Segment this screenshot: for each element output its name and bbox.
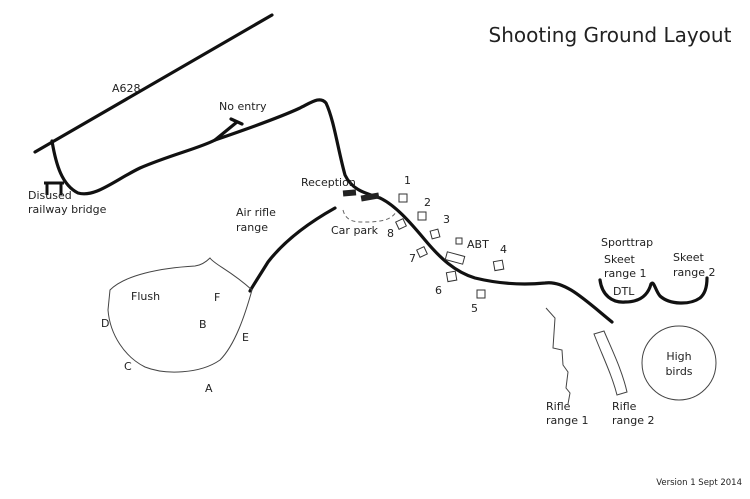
rifle-range-1-label-2: range 1 — [546, 414, 588, 427]
flush-label: Flush — [131, 290, 160, 303]
stand-1-label: 1 — [404, 174, 411, 187]
no-entry-track — [213, 117, 244, 142]
high-birds-label-1: High — [666, 350, 691, 363]
rifle-range-1-line — [545, 307, 571, 405]
rifle-range-2-label-2: range 2 — [612, 414, 654, 427]
flush-point-a: A — [205, 382, 213, 395]
rifle-range-2-label-1: Rifle — [612, 400, 637, 413]
air-rifle-label-2: range — [236, 221, 268, 234]
high-birds-label-2: birds — [665, 365, 692, 378]
stand-8-label: 8 — [387, 227, 394, 240]
map-title: Shooting Ground Layout — [489, 23, 732, 47]
flush-point-d: D — [101, 317, 109, 330]
stand-4-label: 4 — [500, 243, 507, 256]
stand-2-marker — [417, 211, 427, 221]
no-entry-label: No entry — [219, 100, 267, 113]
skeet1-label-2: range 1 — [604, 267, 646, 280]
a628-road — [33, 13, 274, 154]
flush-area — [107, 257, 253, 373]
abt-marker — [455, 237, 463, 245]
abt-label: ABT — [467, 238, 489, 251]
stand-8-marker — [395, 218, 407, 230]
stand-2-label: 2 — [424, 196, 431, 209]
stand-6-marker — [445, 270, 458, 283]
skeet2-label-2: range 2 — [673, 266, 715, 279]
rifle-range-2-area — [593, 330, 628, 396]
sporttrap-label: Sporttrap — [601, 236, 653, 249]
bridge-label-1: Disused — [28, 189, 72, 202]
flush-point-b: B — [199, 318, 207, 331]
flush-point-f: F — [214, 291, 220, 304]
a628-label: A628 — [112, 82, 141, 95]
stand-7-label: 7 — [409, 252, 416, 265]
skeet1-label-1: Skeet — [604, 253, 635, 266]
shelter-marker — [444, 251, 466, 265]
dtl-label: DTL — [613, 285, 635, 298]
stand-3-marker — [429, 228, 441, 240]
stand-5-marker — [476, 289, 486, 299]
access-road — [50, 98, 614, 324]
air-rifle-range-line — [248, 206, 337, 293]
skeet-ranges-outline — [598, 276, 709, 305]
stand-6-label: 6 — [435, 284, 442, 297]
railway-bridge-icon — [44, 181, 64, 195]
stand-4-marker — [492, 259, 505, 272]
stand-1-marker — [398, 193, 408, 203]
reception-building — [360, 192, 380, 202]
high-birds-area — [641, 325, 717, 401]
bridge-label-2: railway bridge — [28, 203, 107, 216]
stand-5-label: 5 — [471, 302, 478, 315]
flush-point-e: E — [242, 331, 249, 344]
skeet2-label-1: Skeet — [673, 251, 704, 264]
reception-building — [342, 189, 357, 197]
air-rifle-label-1: Air rifle — [236, 206, 276, 219]
reception-label: Reception — [301, 176, 356, 189]
version-note: Version 1 Sept 2014 — [656, 478, 742, 488]
car-park-label: Car park — [331, 224, 379, 237]
car-park-outline — [342, 209, 397, 223]
rifle-range-1-label-1: Rifle — [546, 400, 571, 413]
stand-3-label: 3 — [443, 213, 450, 226]
stand-7-marker — [416, 246, 428, 258]
flush-point-c: C — [124, 360, 132, 373]
